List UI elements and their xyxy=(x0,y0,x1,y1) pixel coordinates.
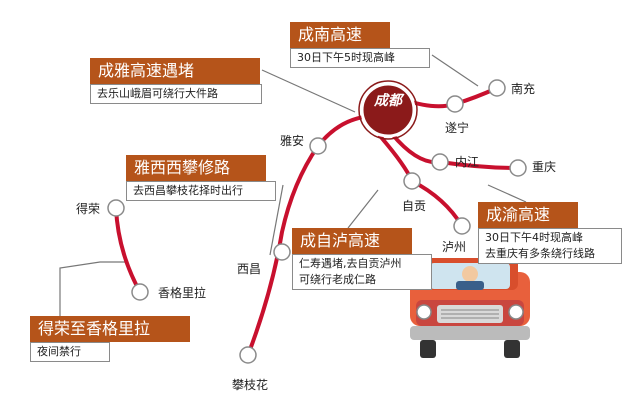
city-label-panzhihua: 攀枝花 xyxy=(232,378,269,392)
node-xianggelila xyxy=(131,283,149,301)
driver-head xyxy=(462,266,478,282)
leader-yaxipan xyxy=(269,184,284,256)
callout-title: 成渝高速 xyxy=(478,202,578,228)
node-nanchong xyxy=(488,79,506,97)
callout-title: 成雅高速遇堵 xyxy=(90,58,260,84)
city-nodes xyxy=(107,79,527,364)
node-chongqing xyxy=(509,159,527,177)
node-luzhou xyxy=(453,217,471,235)
callout-line: 夜间禁行 xyxy=(37,345,81,358)
city-label-derong: 得荣 xyxy=(76,202,101,216)
right-headlight-icon xyxy=(508,304,524,320)
hub-label-chengdu: 成都 xyxy=(374,93,402,109)
callout-body: 去西昌攀枝花择时出行 xyxy=(126,181,276,201)
node-xichang xyxy=(273,243,291,261)
callout-body: 30日下午4时现高峰 去重庆有多条绕行线路 xyxy=(478,228,622,264)
node-panzhihua xyxy=(239,346,257,364)
driver-shirt xyxy=(456,281,484,290)
leader-chengnan xyxy=(431,54,479,87)
leader-derongxiang xyxy=(59,261,126,316)
callout-line: 30日下午5时现高峰 xyxy=(297,51,395,64)
leader-chengyu xyxy=(487,184,527,203)
city-label-chongqing: 重庆 xyxy=(532,160,557,174)
callout-leaders xyxy=(59,54,527,316)
callout-line: 去乐山峨眉可绕行大件路 xyxy=(97,87,218,100)
node-suining xyxy=(446,95,464,113)
car-illustration xyxy=(410,258,530,358)
left-wheel xyxy=(420,340,436,358)
callout-body: 仁寿遇堵,去自贡泸州 可绕行老成仁路 xyxy=(292,254,432,290)
callout-line: 去重庆有多条绕行线路 xyxy=(485,247,595,260)
node-neijiang xyxy=(431,153,449,171)
city-label-suining: 遂宁 xyxy=(445,121,470,135)
leader-chengzilu xyxy=(347,189,379,229)
hub-chengdu-marker xyxy=(358,80,418,140)
city-label-luzhou: 泸州 xyxy=(442,240,467,254)
right-wheel xyxy=(504,340,520,358)
leader-chengya xyxy=(261,69,356,113)
callout-line: 去西昌攀枝花择时出行 xyxy=(133,184,243,197)
callout-title: 雅西西攀修路 xyxy=(126,155,266,181)
city-label-neijiang: 内江 xyxy=(455,155,480,169)
callout-title: 得荣至香格里拉 xyxy=(30,316,190,342)
road-chengya-xichang xyxy=(246,114,374,357)
callout-line: 仁寿遇堵,去自贡泸州 xyxy=(299,257,402,270)
callout-body: 30日下午5时现高峰 xyxy=(290,48,430,68)
callout-title: 成南高速 xyxy=(290,22,390,48)
node-zigong xyxy=(403,172,421,190)
callout-body: 去乐山峨眉可绕行大件路 xyxy=(90,84,262,104)
city-label-yaan: 雅安 xyxy=(280,134,305,148)
callout-body: 夜间禁行 xyxy=(30,342,110,362)
road-derong-xianggelila xyxy=(114,206,142,294)
city-label-nanchong: 南充 xyxy=(511,82,536,96)
city-label-zigong: 自贡 xyxy=(402,199,427,213)
callout-line: 可绕行老成仁路 xyxy=(299,273,376,286)
left-headlight-icon xyxy=(416,304,432,320)
car-bumper xyxy=(410,326,530,340)
node-derong xyxy=(107,199,125,217)
city-label-xichang: 西昌 xyxy=(237,262,262,276)
callout-title: 成自泸高速 xyxy=(292,228,412,254)
node-yaan xyxy=(309,137,327,155)
callout-line: 30日下午4时现高峰 xyxy=(485,231,583,244)
city-label-xianggelila: 香格里拉 xyxy=(158,286,207,300)
